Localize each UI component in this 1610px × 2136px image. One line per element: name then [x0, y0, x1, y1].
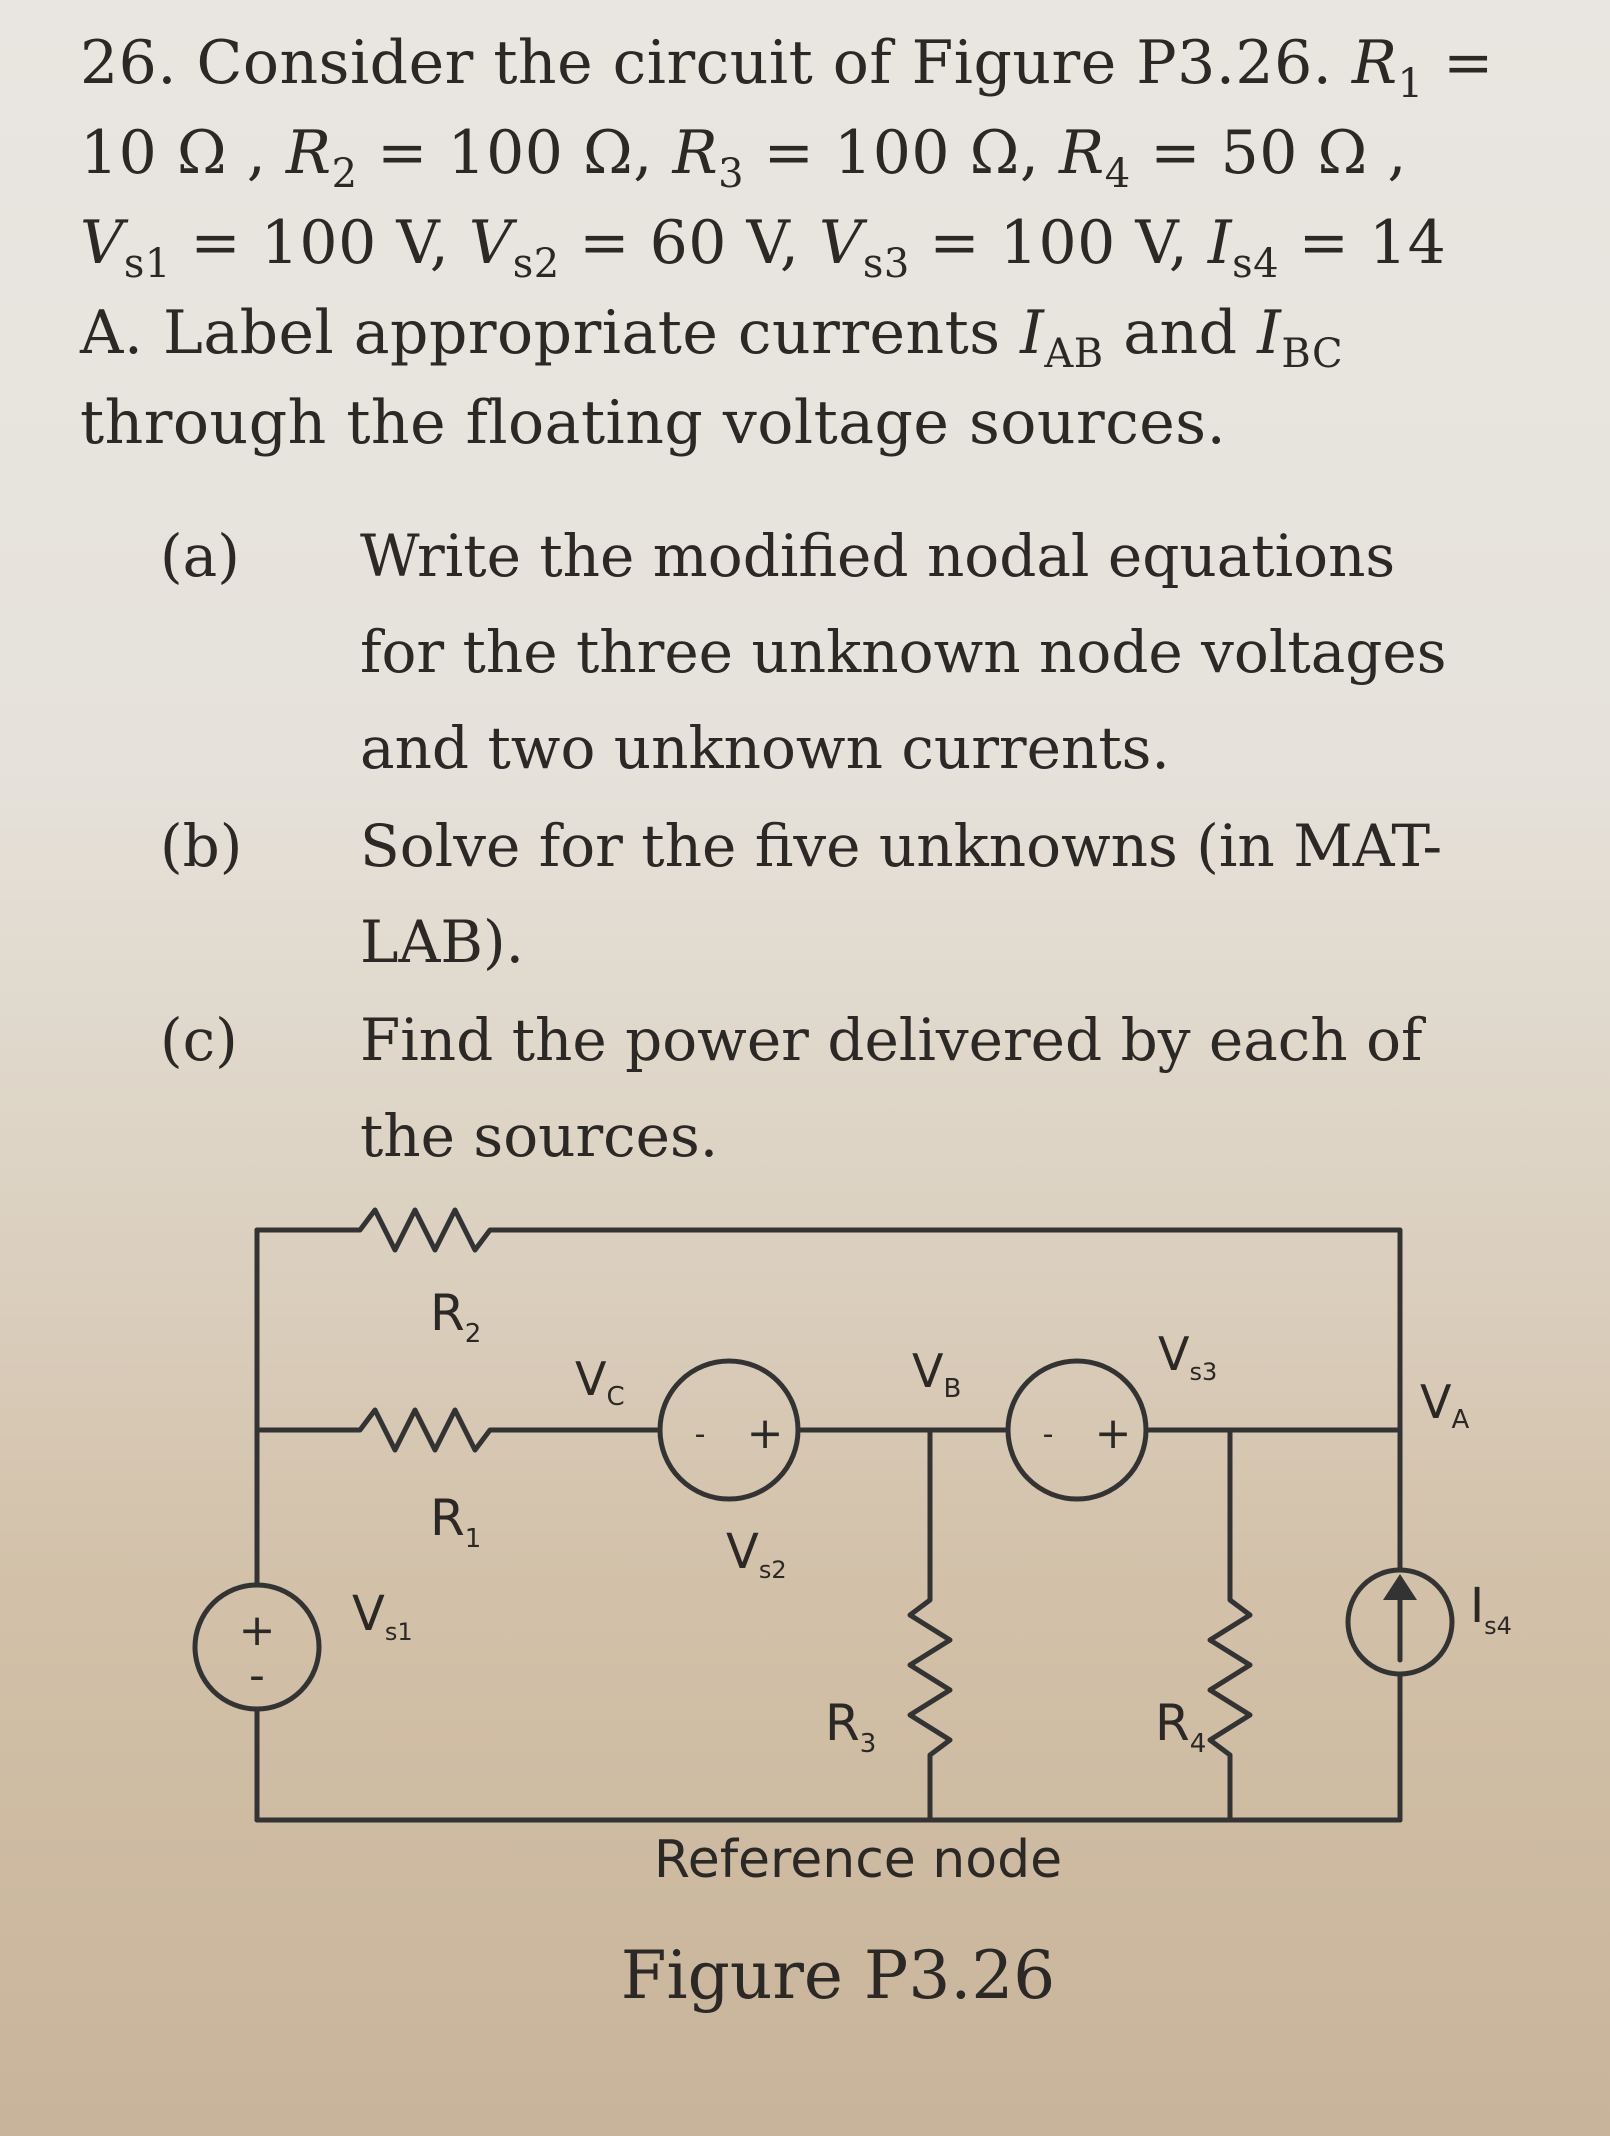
problem-intro: Consider the circuit of Figure P3.26. — [196, 28, 1333, 98]
r2-value: 100 Ω — [447, 118, 634, 188]
r3-subscript: 3 — [718, 151, 745, 197]
vs3-value: 100 V — [999, 208, 1169, 278]
r1-symbol: R — [1351, 28, 1398, 98]
r3-value: 100 Ω — [834, 118, 1020, 188]
r4-resistor — [1207, 1427, 1253, 1823]
r4-subscript: 4 — [1104, 151, 1131, 197]
figure-caption: Figure P3.26 — [621, 1937, 1056, 2014]
iab-symbol: I — [1020, 298, 1045, 368]
problem-parts: (a) Write the modified nodal equations f… — [160, 508, 1580, 1186]
part-b-line: Solve for the five unknowns (in MAT- — [360, 812, 1443, 880]
part-b-tag: (b) — [160, 812, 243, 880]
r2-symbol: R — [285, 118, 332, 188]
vs3-plus: + — [1095, 1408, 1132, 1459]
wire-top — [254, 1207, 1403, 1433]
vs1-minus: - — [249, 1650, 265, 1701]
r2-subscript: 2 — [331, 151, 358, 197]
part-c-tag: (c) — [160, 1006, 238, 1074]
r1-label: R1 — [430, 1489, 481, 1554]
vs2-subscript: s2 — [512, 241, 560, 287]
problem-line-4: A. Label appropriate currents IAB and IB… — [80, 288, 1570, 378]
label-instruction: Label appropriate currents — [162, 298, 1001, 368]
r3-resistor — [907, 1427, 953, 1823]
part-c-line: the sources. — [360, 1102, 719, 1170]
problem-line-2: 10 Ω , R2 = 100 Ω, R3 = 100 Ω, R4 = 50 Ω… — [80, 118, 1407, 197]
r4-label: R4 — [1155, 1694, 1206, 1759]
is4-subscript: s4 — [1232, 241, 1280, 287]
vs3-symbol: V — [819, 208, 863, 278]
vs3-source — [1005, 1358, 1149, 1502]
vs2-source — [657, 1358, 801, 1502]
problem-line-1: 26. Consider the circuit of Figure P3.26… — [80, 28, 1494, 107]
vs1-label: Vs1 — [352, 1586, 413, 1646]
part-a-line: Write the modified nodal equations — [360, 522, 1396, 590]
r1-value: 10 Ω — [80, 118, 228, 188]
wire-middle — [254, 1407, 663, 1453]
vs2-minus: - — [695, 1417, 706, 1452]
r3-symbol: R — [672, 118, 719, 188]
vb-label: VB — [912, 1344, 961, 1404]
r4-value: 50 Ω — [1220, 118, 1368, 188]
vs2-value: 60 V — [649, 208, 780, 278]
is4-value: 14 — [1368, 208, 1447, 278]
iab-subscript: AB — [1044, 331, 1104, 377]
vs2-label: Vs2 — [726, 1524, 787, 1584]
va-label: VA — [1420, 1375, 1469, 1435]
part-c-line: Find the power delivered by each of — [360, 1006, 1423, 1074]
is4-unit: A. — [80, 298, 144, 368]
problem-line-5: through the floating voltage sources. — [80, 388, 1227, 458]
r2-label: R2 — [430, 1284, 481, 1349]
and-text: and — [1123, 298, 1238, 368]
part-c: (c) Find the power delivered by each of … — [160, 992, 1580, 1184]
part-a-line: and two unknown currents. — [360, 714, 1170, 782]
ibc-symbol: I — [1257, 298, 1282, 368]
is4-arrowhead — [1383, 1574, 1417, 1600]
is4-source — [1345, 1567, 1455, 1677]
part-a-line: for the three unknown node voltages — [360, 618, 1447, 686]
problem-number: 26. — [80, 28, 177, 98]
vs1-subscript: s1 — [123, 241, 171, 287]
vs1-value: 100 V — [260, 208, 430, 278]
vs3-minus: - — [1043, 1417, 1054, 1452]
ibc-subscript: BC — [1281, 331, 1344, 377]
r1-subscript: 1 — [1397, 61, 1424, 107]
circuit-figure: + - - + - + R2 R1 VC VB Vs3 VA Vs2 Vs1 I… — [192, 1207, 1512, 2014]
vs3-label: Vs3 — [1158, 1327, 1217, 1386]
part-b-body: Solve for the five unknowns (in MAT- LAB… — [360, 798, 1580, 990]
vc-label: VC — [575, 1352, 625, 1412]
part-a-tag: (a) — [160, 522, 240, 590]
vs2-plus: + — [747, 1408, 784, 1459]
vs2-symbol: V — [468, 208, 513, 278]
problem-statement: 26. Consider the circuit of Figure P3.26… — [80, 18, 1570, 468]
part-a: (a) Write the modified nodal equations f… — [160, 508, 1580, 796]
part-b-line: LAB). — [360, 908, 525, 976]
vs1-plus: + — [239, 1605, 276, 1656]
part-b: (b) Solve for the five unknowns (in MAT-… — [160, 798, 1580, 990]
part-a-body: Write the modified nodal equations for t… — [360, 508, 1580, 796]
vs1-source — [192, 1582, 322, 1712]
is4-label: Is4 — [1470, 1578, 1512, 1640]
vs3-subscript: s3 — [862, 241, 910, 287]
reference-node-label: Reference node — [654, 1830, 1062, 1890]
vs1-symbol: V — [80, 208, 124, 278]
r3-label: R3 — [825, 1694, 876, 1759]
part-c-body: Find the power delivered by each of the … — [360, 992, 1580, 1184]
r4-symbol: R — [1059, 118, 1105, 188]
problem-line-3: Vs1 = 100 V, Vs2 = 60 V, Vs3 = 100 V, Is… — [80, 208, 1447, 287]
is4-symbol: I — [1207, 208, 1233, 278]
